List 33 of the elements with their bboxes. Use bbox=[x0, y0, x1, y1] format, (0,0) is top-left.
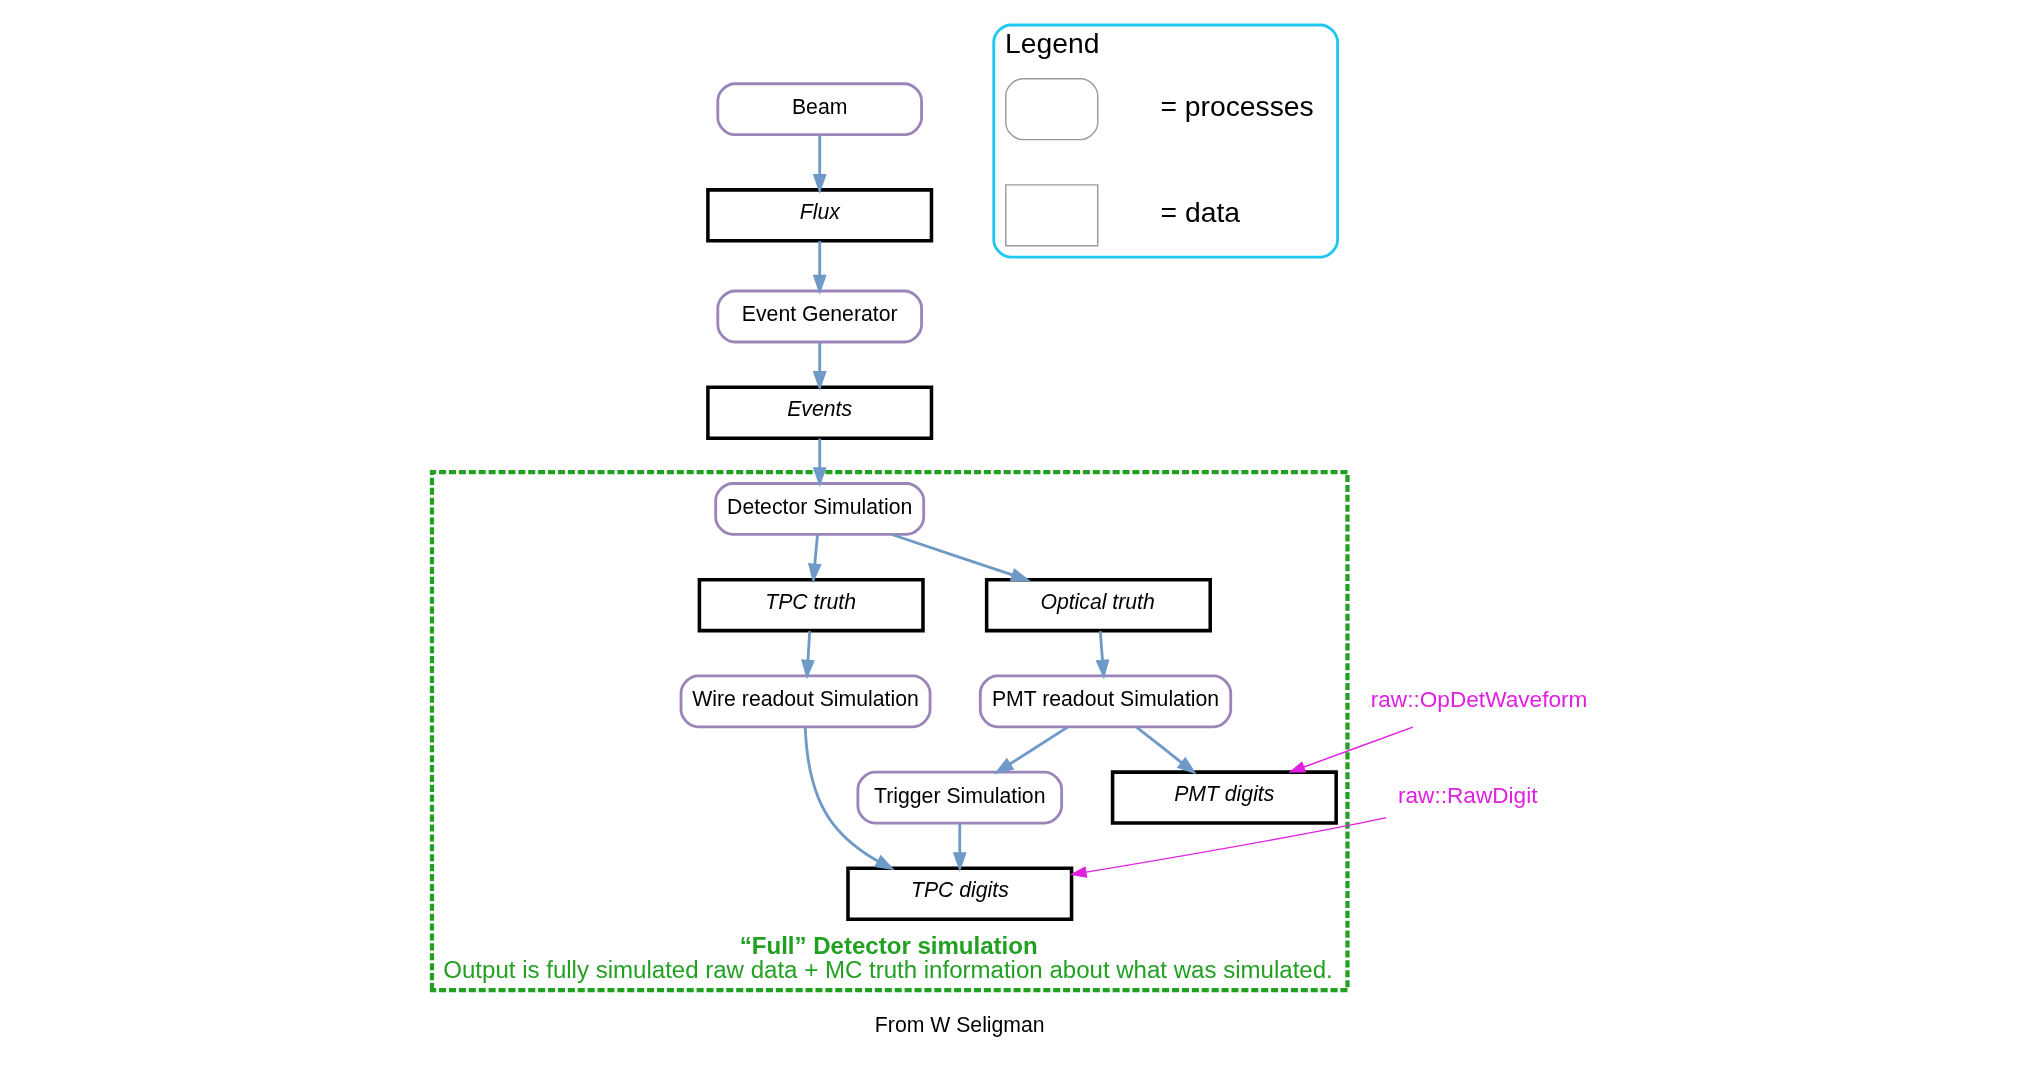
node-box: Trigger Simulation bbox=[855, 770, 1063, 825]
arrow bbox=[1095, 631, 1109, 680]
arrow bbox=[812, 342, 827, 391]
node-box bbox=[1004, 78, 1098, 141]
node-text: raw::OpDetWaveform bbox=[1370, 686, 1587, 712]
arrow bbox=[952, 823, 967, 872]
node-box: PMT digits bbox=[1110, 770, 1338, 825]
node-box: Flux bbox=[705, 188, 933, 243]
node-box: Optical truth bbox=[984, 577, 1212, 633]
arrow bbox=[812, 135, 827, 194]
arrow bbox=[803, 726, 895, 871]
arrow bbox=[1069, 817, 1387, 878]
arrow bbox=[993, 725, 1068, 775]
node-box bbox=[1004, 184, 1098, 247]
node-box: Detector Simulation bbox=[713, 482, 925, 536]
arrow bbox=[1135, 726, 1197, 775]
arrow bbox=[890, 533, 1031, 582]
arrow bbox=[812, 241, 827, 295]
arrow bbox=[800, 631, 815, 680]
arrow bbox=[807, 534, 822, 584]
node-box: TPC truth bbox=[697, 577, 925, 633]
node-text: raw::RawDigit bbox=[1397, 782, 1538, 808]
arrow bbox=[812, 438, 827, 488]
node-box: PMT readout Simulation bbox=[978, 674, 1232, 729]
arrow bbox=[1287, 726, 1414, 773]
legend-label: = data bbox=[1160, 196, 1240, 229]
label: From W Seligman bbox=[874, 1012, 1045, 1036]
node-box: Event Generator bbox=[715, 289, 923, 344]
node-box: Beam bbox=[715, 82, 923, 137]
node-box: Events bbox=[705, 385, 933, 440]
node-box: Wire readout Simulation bbox=[679, 674, 931, 729]
legend-label: = processes bbox=[1159, 90, 1314, 123]
node-box: TPC digits bbox=[845, 866, 1073, 922]
